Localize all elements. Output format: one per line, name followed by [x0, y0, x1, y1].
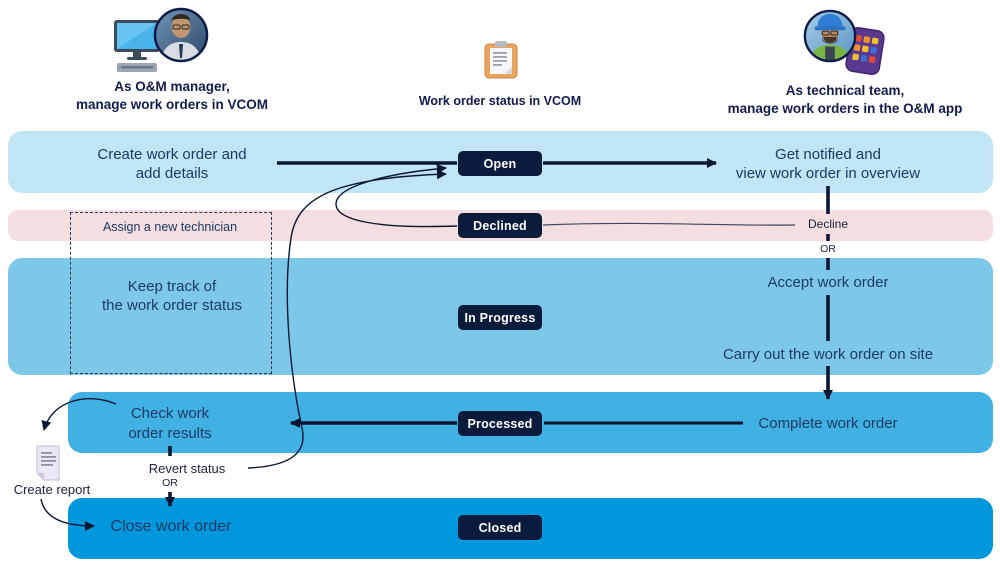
technician-column-title: As technical team, manage work orders in… [728, 82, 963, 118]
decline-label: Decline [807, 217, 849, 231]
keep-track-line1: Keep track of [127, 278, 217, 295]
status-title: Work order status in VCOM [418, 94, 582, 108]
create-work-order-text: Create work order and add details [97, 145, 246, 183]
accept-work-order-text: Accept work order [767, 274, 889, 291]
close-work-order-text: Close work order [110, 518, 232, 535]
create-report-label: Create report [13, 482, 91, 497]
create-work-order-line1: Create work order and [97, 146, 247, 163]
get-notified-line2: view work order in overview [735, 165, 921, 182]
check-results-line1: Check work [130, 405, 210, 422]
status-badge-processed: Processed [458, 411, 542, 436]
technician-title-line1: As technical team, [785, 83, 905, 98]
status-column-title: Work order status in VCOM [419, 92, 581, 110]
technician-icon-group [800, 8, 890, 76]
manager-title-line1: As O&M manager, [114, 79, 230, 94]
manager-icon-group [112, 6, 212, 72]
technician-avatar [803, 9, 857, 63]
keep-track-text: Keep track of the work order status [102, 277, 242, 315]
decline-or-label: OR [820, 243, 836, 255]
check-results-line2: order results [128, 425, 212, 442]
create-work-order-line2: add details [135, 165, 209, 182]
keep-track-line2: the work order status [101, 297, 243, 314]
revert-or-label: OR [162, 477, 178, 489]
assign-technician-text: Assign a new technician [102, 220, 238, 234]
status-badge-in-progress: In Progress [458, 305, 542, 330]
revert-status-label: Revert status [148, 461, 226, 476]
check-results-text: Check work order results [128, 404, 211, 444]
carry-out-text: Carry out the work order on site [722, 346, 934, 363]
get-notified-line1: Get notified and [775, 146, 881, 163]
status-badge-closed: Closed [458, 515, 542, 540]
status-badge-declined: Declined [458, 213, 542, 238]
monitor-icon [114, 20, 160, 72]
clipboard-icon [483, 40, 519, 85]
manager-avatar [153, 7, 209, 63]
manager-title-line2: manage work orders in VCOM [75, 97, 269, 112]
status-badge-open: Open [458, 151, 542, 176]
technician-title-line2: manage work orders in the O&M app [727, 101, 963, 116]
complete-work-order-text: Complete work order [758, 415, 898, 432]
get-notified-text: Get notified and view work order in over… [736, 145, 920, 183]
manager-column-title: As O&M manager, manage work orders in VC… [76, 78, 268, 114]
report-document-icon [34, 444, 62, 487]
